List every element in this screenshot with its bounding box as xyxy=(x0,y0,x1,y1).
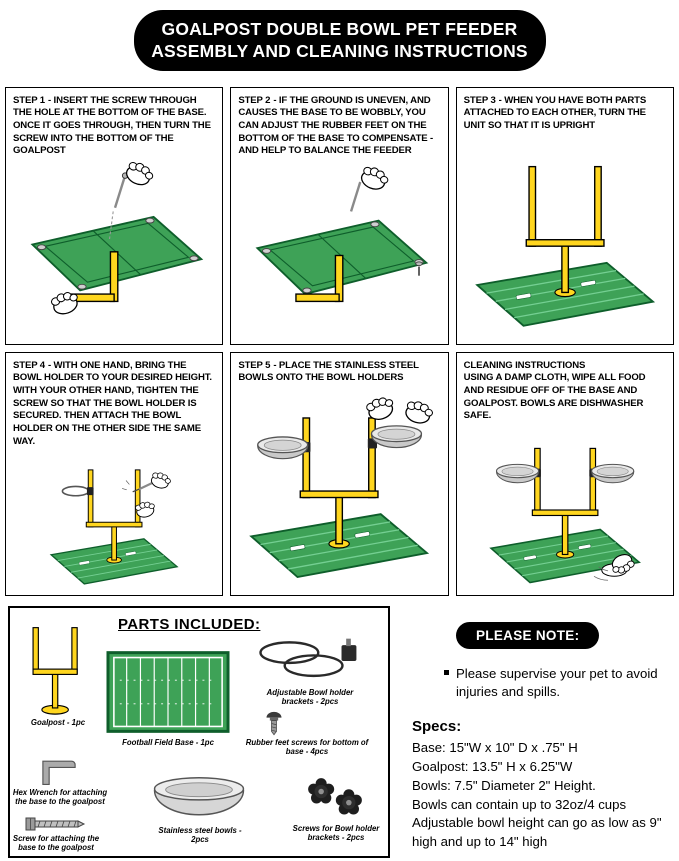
bullet-square-icon xyxy=(444,669,449,675)
step-2-illustration-area xyxy=(238,158,440,341)
spec-line-bowls: Bowls: 7.5" Diameter 2" Height. xyxy=(412,777,596,793)
step-5-body: - PLACE THE STAINLESS STEEL BOWLS ONTO T… xyxy=(238,359,419,384)
step-1-body: - INSERT THE SCREW THROUGH THE HOLE AT T… xyxy=(13,94,211,157)
right-bowl-icon xyxy=(590,463,634,484)
step-1-text: STEP 1- INSERT THE SCREW THROUGH THE HOL… xyxy=(13,95,215,158)
part-label-screw: Screw for attaching the base to the goal… xyxy=(12,833,100,852)
step-5-illustration xyxy=(250,394,436,579)
step-3-illustration-area xyxy=(464,133,666,341)
title-line-2: ASSEMBLY AND CLEANING INSTRUCTIONS xyxy=(151,41,528,62)
step-5-label: STEP 5 xyxy=(238,359,271,371)
step-4-illustration-area xyxy=(13,448,215,591)
title-banner: GOALPOST DOUBLE BOWL PET FEEDER ASSEMBLY… xyxy=(133,10,546,71)
step-4-label: STEP 4 xyxy=(13,359,45,371)
step-2-illustration xyxy=(256,163,428,302)
hand-inserting-screw-icon xyxy=(122,159,157,190)
rubber-foot-screw-graphic xyxy=(415,261,423,276)
left-bowl-icon xyxy=(257,436,309,460)
step-5-text: STEP 5- PLACE THE STAINLESS STEEL BOWLS … xyxy=(238,360,440,385)
step-2-panel: STEP 2- IF THE GROUND IS UNEVEN, AND CAU… xyxy=(230,86,449,345)
step-2-body: - IF THE GROUND IS UNEVEN, AND CAUSES TH… xyxy=(238,94,434,157)
cleaning-label: CLEANING INSTRUCTIONS xyxy=(463,359,586,371)
cleaning-illustration xyxy=(489,447,640,584)
step-3-text: STEP 3- WHEN YOU HAVE BOTH PARTS ATTACHE… xyxy=(464,95,666,133)
step-5-illustration-area xyxy=(238,385,440,592)
step-1-illustration xyxy=(31,159,203,318)
step-2-text: STEP 2- IF THE GROUND IS UNEVEN, AND CAU… xyxy=(238,95,440,158)
step-1-label: STEP 1 xyxy=(13,94,45,106)
parts-included-panel: PARTS INCLUDED: Goalpost - 1pc xyxy=(8,605,390,858)
spec-line-height: Adjustable bowl height can go as low as … xyxy=(412,815,662,850)
part-label-bowls: Stainless steel bowls - 2pcs xyxy=(158,825,242,844)
goalpost-part-icon xyxy=(26,624,86,716)
attachment-screw-icon xyxy=(24,814,86,834)
part-label-field-base: Football Field Base - 1pc xyxy=(122,737,214,747)
part-label-goalpost: Goalpost - 1pc xyxy=(30,717,86,727)
stainless-bowl-icon xyxy=(142,774,256,824)
note-item: Please supervise your pet to avoid injur… xyxy=(444,665,662,701)
parts-included-heading: PARTS INCLUDED: xyxy=(118,615,261,633)
step-3-label: STEP 3 xyxy=(463,94,496,106)
steps-grid: STEP 1- INSERT THE SCREW THROUGH THE HOL… xyxy=(5,86,674,596)
step-4-illustration xyxy=(50,469,178,585)
step-3-panel: STEP 3- WHEN YOU HAVE BOTH PARTS ATTACHE… xyxy=(455,86,674,345)
part-label-brackets: Adjustable Bowl holder brackets - 2pcs xyxy=(266,687,354,706)
part-label-rubber-screws: Rubber feet screws for bottom of base - … xyxy=(245,737,369,756)
hand-adjusting-foot-icon xyxy=(358,163,392,194)
title-line-1: GOALPOST DOUBLE BOWL PET FEEDER xyxy=(161,19,518,39)
bracket-knob-screws-icon xyxy=(298,774,372,822)
hex-wrench-icon xyxy=(38,754,80,788)
please-note-panel: PLEASE NOTE: Please supervise your pet t… xyxy=(400,606,671,858)
step-4-panel: STEP 4- WITH ONE HAND, BRING THE BOWL HO… xyxy=(5,351,224,596)
step-3-illustration xyxy=(476,165,654,327)
spec-line-goalpost: Goalpost: 13.5" H x 6.25"W xyxy=(412,759,573,775)
step-1-illustration-area xyxy=(13,158,215,341)
bowl-holder-brackets-icon xyxy=(250,634,366,688)
specs-heading: Specs: xyxy=(412,718,462,736)
field-base-part-icon xyxy=(106,650,230,734)
step-4-text: STEP 4- WITH ONE HAND, BRING THE BOWL HO… xyxy=(13,360,215,449)
step-3-body: - WHEN YOU HAVE BOTH PARTS ATTACHED TO E… xyxy=(463,94,647,132)
hand-placing-bowl-icon-2 xyxy=(403,398,436,427)
left-bowl-icon xyxy=(495,463,539,484)
please-note-badge: PLEASE NOTE: xyxy=(456,621,600,649)
rubber-foot-screw-icon xyxy=(264,710,284,737)
step-5-panel: STEP 5- PLACE THE STAINLESS STEEL BOWLS … xyxy=(230,351,449,596)
bottom-section: PARTS INCLUDED: Goalpost - 1pc xyxy=(8,605,671,858)
step-1-panel: STEP 1- INSERT THE SCREW THROUGH THE HOL… xyxy=(5,86,224,345)
right-bowl-icon xyxy=(371,425,423,449)
hand-with-screwdriver-icon xyxy=(149,470,173,491)
specs-section: Specs: Base: 15"W x 10" D x .75" H Goalp… xyxy=(412,718,668,851)
cleaning-body: USING A DAMP CLOTH, WIPE ALL FOOD AND RE… xyxy=(463,372,646,422)
spec-line-capacity: Bowls can contain up to 32oz/4 cups xyxy=(412,796,627,812)
bowl-holder-ring-icon xyxy=(61,485,90,497)
step-2-label: STEP 2 xyxy=(238,94,271,106)
part-label-bracket-screws: Screws for Bowl holder brackets - 2pcs xyxy=(292,823,380,842)
step-4-body: - WITH ONE HAND, BRING THE BOWL HOLDER T… xyxy=(13,359,212,447)
cleaning-illustration-area xyxy=(464,423,666,592)
spec-line-base: Base: 15"W x 10" D x .75" H xyxy=(412,740,578,756)
note-text: Please supervise your pet to avoid injur… xyxy=(456,665,658,699)
part-label-hex-wrench: Hex Wrench for attaching the base to the… xyxy=(12,787,108,806)
